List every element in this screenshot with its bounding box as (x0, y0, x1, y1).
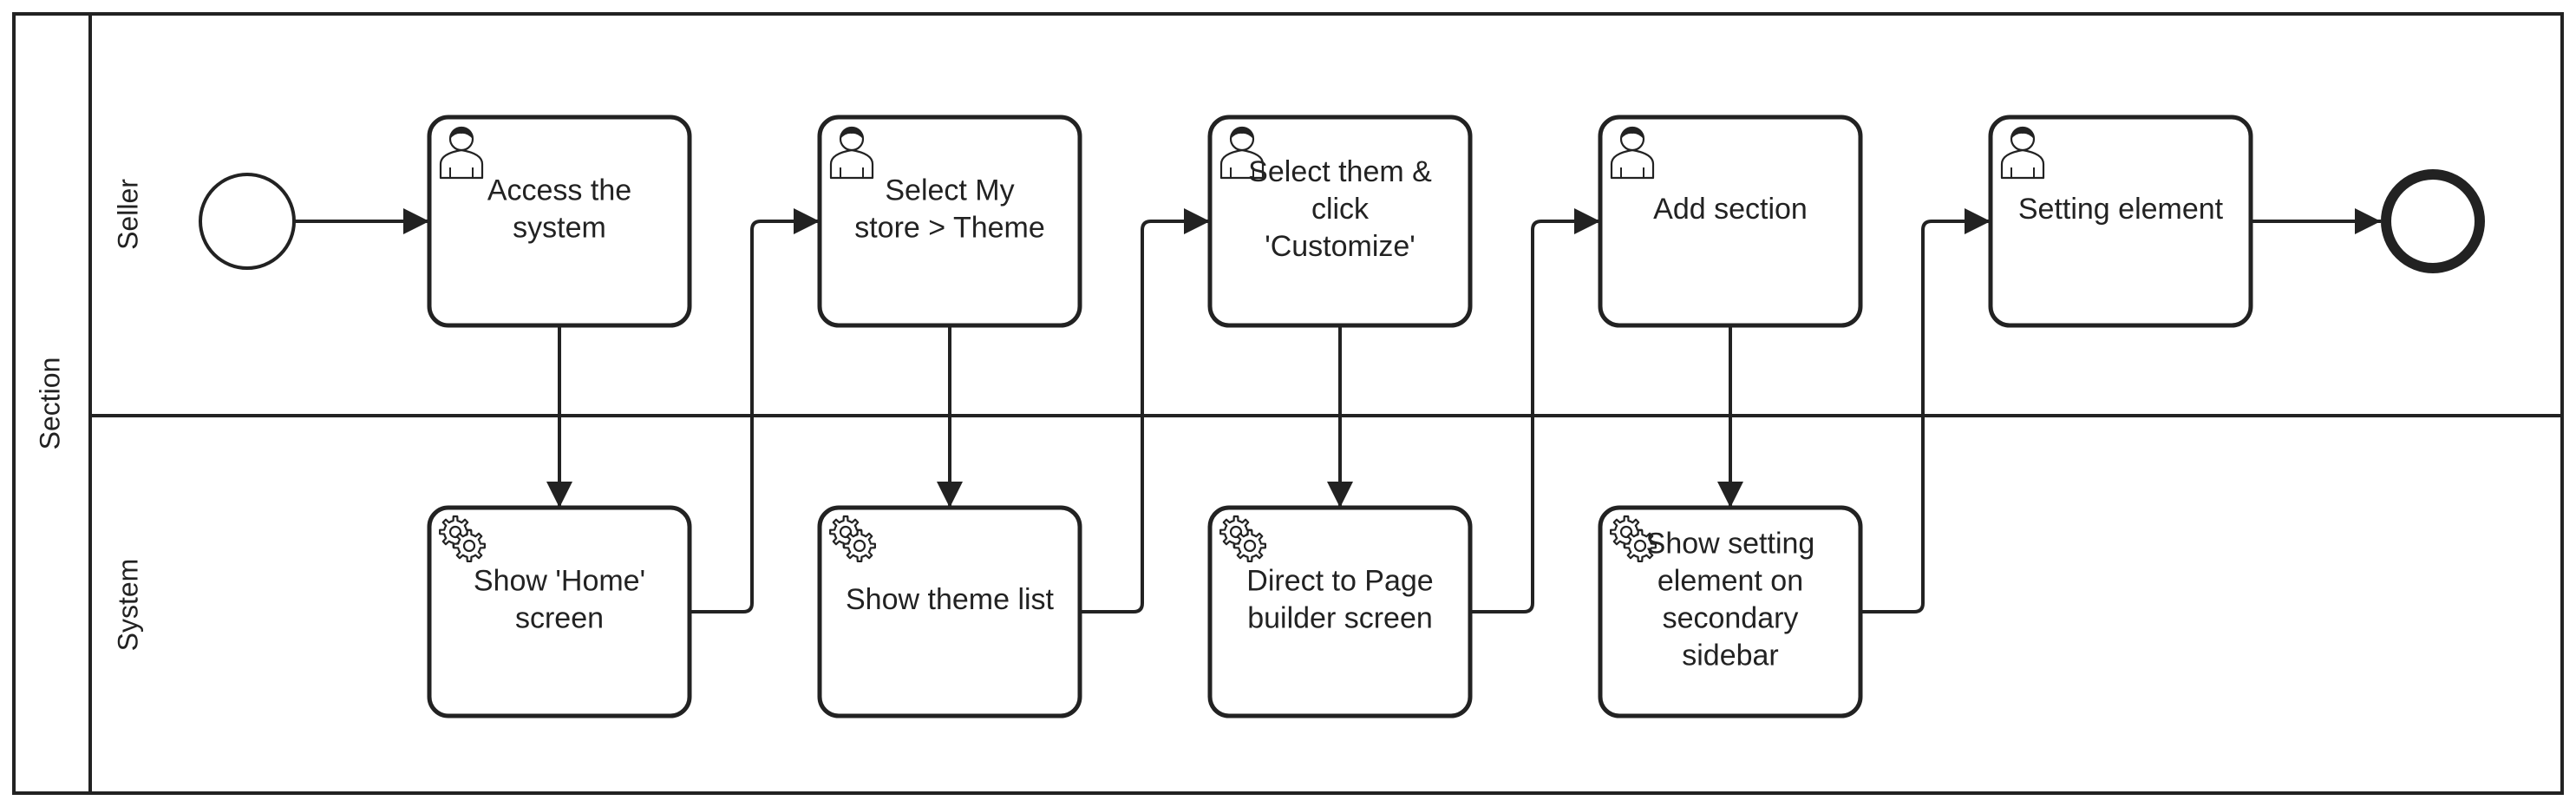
task-s1[interactable]: Show 'Home' screen (427, 505, 692, 718)
task-s3[interactable]: Direct to Page builder screen (1207, 505, 1473, 718)
user-icon (2000, 126, 2045, 180)
task-label: Select My store > Theme (854, 174, 1045, 244)
task-t1[interactable]: Access the system (427, 115, 692, 328)
user-icon (439, 126, 484, 180)
task-label-line: secondary (1663, 601, 1799, 634)
task-label-line: Setting element (2018, 193, 2224, 226)
task-label-line: Add section (1653, 193, 1808, 226)
task-label: Setting element (2018, 193, 2224, 226)
task-label-line: system (513, 211, 606, 244)
task-t5[interactable]: Setting element (1988, 115, 2253, 328)
pool-label: Section (34, 358, 65, 450)
start-event[interactable] (199, 173, 296, 270)
user-icon (1219, 126, 1265, 180)
task-box[interactable] (427, 115, 692, 328)
gear-icon (439, 515, 486, 562)
sequence-flow-s3-to-t4 (1470, 208, 1600, 613)
task-label-line: sidebar (1682, 639, 1779, 672)
task-label-line: Show setting (1646, 527, 1815, 560)
task-label: Add section (1653, 193, 1808, 226)
task-label-line: Select My (885, 174, 1014, 207)
task-label-line: store > Theme (854, 211, 1045, 244)
task-label-line: Show 'Home' (474, 564, 645, 597)
task-box[interactable] (1598, 115, 1863, 328)
task-label-line: Show theme list (846, 583, 1055, 616)
sequence-flow-s4-to-t5 (1860, 208, 1991, 613)
task-box[interactable] (1988, 115, 2253, 328)
task-box[interactable] (817, 115, 1082, 328)
task-label-line: Select them & (1248, 155, 1432, 188)
sequence-flow-s1-to-t2 (690, 208, 820, 613)
task-label-line: Access the (487, 174, 631, 207)
task-s4[interactable]: Show setting element on secondary sidebar (1598, 505, 1863, 718)
task-s2[interactable]: Show theme list (817, 505, 1082, 718)
task-label-line: click (1311, 193, 1370, 226)
task-t2[interactable]: Select My store > Theme (817, 115, 1082, 328)
end-event[interactable] (2381, 169, 2485, 273)
task-label-line: element on (1657, 564, 1803, 597)
gear-icon (1610, 515, 1657, 562)
task-box[interactable] (1598, 505, 1863, 718)
task-t3[interactable]: Select them & click 'Customize' (1207, 115, 1473, 328)
task-t4[interactable]: Add section (1598, 115, 1863, 328)
task-box[interactable] (1207, 115, 1473, 328)
lane-label-seller: Seller (112, 179, 143, 250)
task-label-line: Direct to Page (1246, 564, 1433, 597)
task-label-line: 'Customize' (1265, 230, 1415, 263)
sequence-flows (294, 208, 2381, 613)
task-label: Show theme list (846, 583, 1055, 616)
sequence-flow-s2-to-t3 (1080, 208, 1210, 613)
task-label-line: screen (515, 601, 604, 634)
lane-label-system: System (112, 559, 143, 652)
gear-icon (1219, 515, 1266, 562)
task-label: Show 'Home' screen (474, 564, 645, 634)
task-label: Select them & click 'Customize' (1248, 155, 1432, 263)
task-label: Show setting element on secondary sidebar (1646, 527, 1815, 672)
task-label: Direct to Page builder screen (1246, 564, 1433, 634)
user-icon (829, 126, 874, 180)
task-box[interactable] (427, 505, 692, 718)
user-icon (1610, 126, 1655, 180)
task-box[interactable] (1207, 505, 1473, 718)
gear-icon (829, 515, 876, 562)
task-label-line: builder screen (1247, 601, 1433, 634)
task-label: Access the system (487, 174, 631, 244)
events (199, 169, 2485, 273)
task-box[interactable] (817, 505, 1082, 718)
